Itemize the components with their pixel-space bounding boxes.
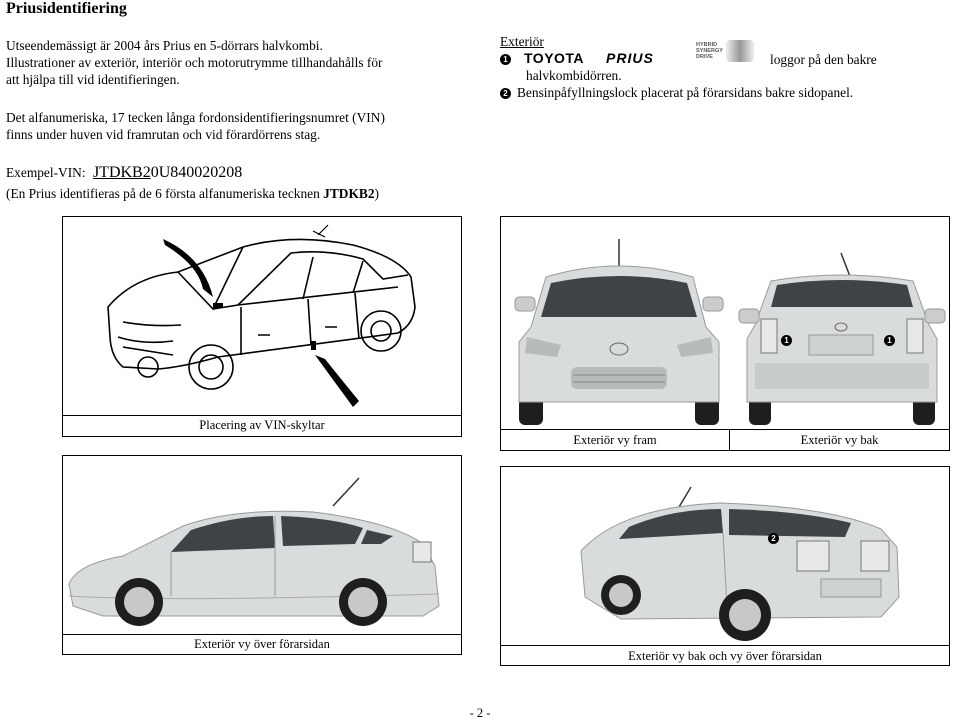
intro-line: Illustrationer av exteriör, interiör och… bbox=[6, 55, 383, 70]
example-vin: Exempel-VIN: JTDKB20U840020208 bbox=[6, 164, 242, 181]
rear-side-car bbox=[580, 486, 900, 641]
intro-paragraph: Utseendemässigt är 2004 års Prius en 5-d… bbox=[6, 37, 383, 88]
badge-1-icon: 1 bbox=[781, 335, 792, 346]
badge-1-icon: 1 bbox=[500, 54, 511, 65]
side-view-figure: Exteriör vy över förarsidan bbox=[62, 455, 462, 655]
vin-placement-figure: Placering av VIN-skyltar bbox=[62, 216, 462, 437]
exterior-item-2: 2 Bensinpåfyllningslock placerat på förar… bbox=[500, 84, 853, 101]
rear-badge-right: 1 bbox=[884, 331, 901, 349]
intro-line: Utseendemässigt är 2004 års Prius en 5-d… bbox=[6, 38, 323, 53]
front-rear-figure: 1 1 Exteriör vy fram Exteriör vy bak bbox=[500, 216, 950, 451]
prius-logo: PRIUS bbox=[606, 50, 654, 66]
rear-side-caption: Exteriör vy bak och vy över förarsidan bbox=[501, 645, 949, 664]
item1-text-b: halvkombidörren. bbox=[526, 68, 622, 83]
example-vin-rest: 0U840020208 bbox=[150, 164, 243, 181]
example-vin-prefix: JTDKB2 bbox=[92, 164, 151, 181]
exterior-item-1: 1 TOYOTA PRIUS HYBRID SYNERGY DRIVE logg… bbox=[500, 40, 950, 70]
badge-1-icon: 1 bbox=[884, 335, 895, 346]
identify-text: (En Prius identifieras på de 6 första al… bbox=[6, 186, 324, 201]
front-view-car bbox=[514, 239, 724, 425]
hsd-word: SYNERGY bbox=[696, 48, 723, 54]
badge-2-icon: 2 bbox=[500, 88, 511, 99]
vin-car-line-drawing bbox=[107, 224, 416, 407]
vin-caption: Placering av VIN-skyltar bbox=[63, 415, 461, 433]
rear-side-figure: 2 Exteriör vy bak och vy över förarsidan bbox=[500, 466, 950, 666]
toyota-logo: TOYOTA bbox=[524, 50, 585, 66]
rear-caption: Exteriör vy bak bbox=[800, 433, 879, 447]
hsd-word: HYBRID bbox=[696, 42, 718, 48]
front-caption: Exteriör vy fram bbox=[573, 433, 657, 447]
hsd-word: DRIVE bbox=[696, 54, 713, 60]
caption-divider bbox=[729, 430, 730, 451]
exterior-heading: Exteriör bbox=[500, 33, 544, 50]
rear-badge-left: 1 bbox=[781, 331, 798, 349]
rear-view-car bbox=[738, 252, 946, 425]
vin-arrow-icon bbox=[315, 355, 359, 407]
page-title: Priusidentifiering bbox=[6, 0, 127, 17]
identify-bold: JTDKB2 bbox=[323, 186, 375, 201]
intro-line: att hjälpa till vid identifieringen. bbox=[6, 72, 180, 87]
hybrid-synergy-drive-logo: HYBRID SYNERGY DRIVE bbox=[696, 42, 723, 60]
badge-2-icon: 2 bbox=[768, 533, 779, 544]
hsd-emblem-icon bbox=[726, 40, 754, 62]
identify-close: ) bbox=[374, 186, 379, 201]
vin-line: finns under huven vid framrutan och vid … bbox=[6, 127, 321, 142]
side-caption: Exteriör vy över förarsidan bbox=[63, 634, 461, 652]
fuel-door-badge: 2 bbox=[768, 529, 785, 547]
item2-text: Bensinpåfyllningslock placerat på förars… bbox=[517, 85, 854, 100]
example-vin-label: Exempel-VIN: bbox=[6, 165, 86, 180]
vin-arrow-icon bbox=[163, 239, 213, 297]
exterior-heading-text: Exteriör bbox=[500, 34, 544, 49]
vin-line: Det alfanumeriska, 17 tecken långa fordo… bbox=[6, 110, 385, 125]
identify-note: (En Prius identifieras på de 6 första al… bbox=[6, 185, 379, 202]
example-vin-value: JTDKB20U840020208 bbox=[93, 164, 242, 181]
item1-text-a: loggor på den bakre bbox=[770, 52, 877, 67]
front-rear-caption-bar: Exteriör vy fram Exteriör vy bak bbox=[501, 429, 949, 451]
page-number: - 2 - bbox=[469, 706, 491, 720]
side-view-car bbox=[68, 477, 440, 626]
vin-paragraph: Det alfanumeriska, 17 tecken långa fordo… bbox=[6, 109, 385, 143]
front-rear-photos bbox=[514, 239, 946, 425]
